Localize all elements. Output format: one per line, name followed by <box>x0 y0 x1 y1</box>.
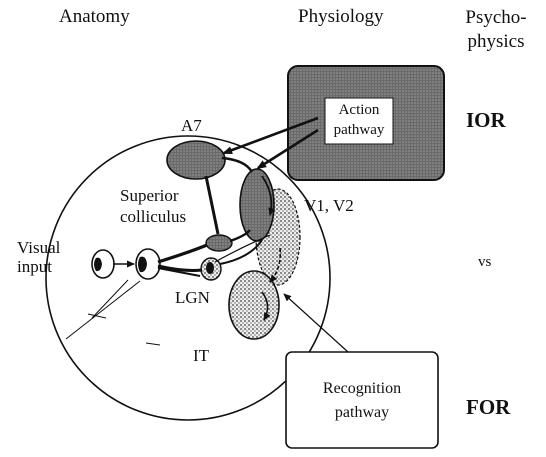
header-psychophysics-line1: Psycho- <box>446 6 546 30</box>
a7-region <box>167 141 225 179</box>
label-it: IT <box>193 346 209 366</box>
recognition-to-it-arrow <box>284 294 348 352</box>
action-pathway-line2: pathway <box>325 120 393 140</box>
retina-to-sc-pathway <box>158 245 207 262</box>
label-visual-input-line2: input <box>17 257 60 276</box>
header-psychophysics-line2: physics <box>446 30 546 54</box>
recognition-pathway-text: Recognition pathway <box>286 377 438 425</box>
v1-v2-dark-region <box>240 169 274 241</box>
label-a7: A7 <box>181 116 202 136</box>
superior-colliculus-region <box>206 235 232 251</box>
lgn-core <box>206 262 214 274</box>
recognition-pathway-line1: Recognition <box>286 377 438 401</box>
optic-stroke-4 <box>146 343 160 345</box>
label-ior: IOR <box>466 108 506 133</box>
optic-stroke-2 <box>66 281 140 339</box>
label-superior-colliculus: Superior colliculus <box>120 185 186 227</box>
header-anatomy: Anatomy <box>59 6 130 28</box>
label-v1-v2: V1, V2 <box>304 196 354 216</box>
a7-to-sc-pathway <box>206 176 218 234</box>
recognition-pathway-line2: pathway <box>286 401 438 425</box>
it-region <box>229 271 279 339</box>
action-pathway-text: Action pathway <box>325 100 393 140</box>
header-physiology: Physiology <box>298 6 384 28</box>
label-visual-input-line1: Visual <box>17 238 60 257</box>
label-lgn: LGN <box>175 288 210 308</box>
action-pathway-line1: Action <box>325 100 393 120</box>
label-superior-colliculus-line2: colliculus <box>120 206 186 227</box>
optic-stroke-1 <box>92 280 128 318</box>
a7-to-v1-pathway <box>222 158 252 172</box>
label-superior-colliculus-line1: Superior <box>120 185 186 206</box>
label-for: FOR <box>466 395 510 420</box>
header-psychophysics: Psycho- physics <box>446 6 546 54</box>
label-visual-input: Visual input <box>17 238 60 276</box>
label-vs: vs <box>478 254 491 271</box>
